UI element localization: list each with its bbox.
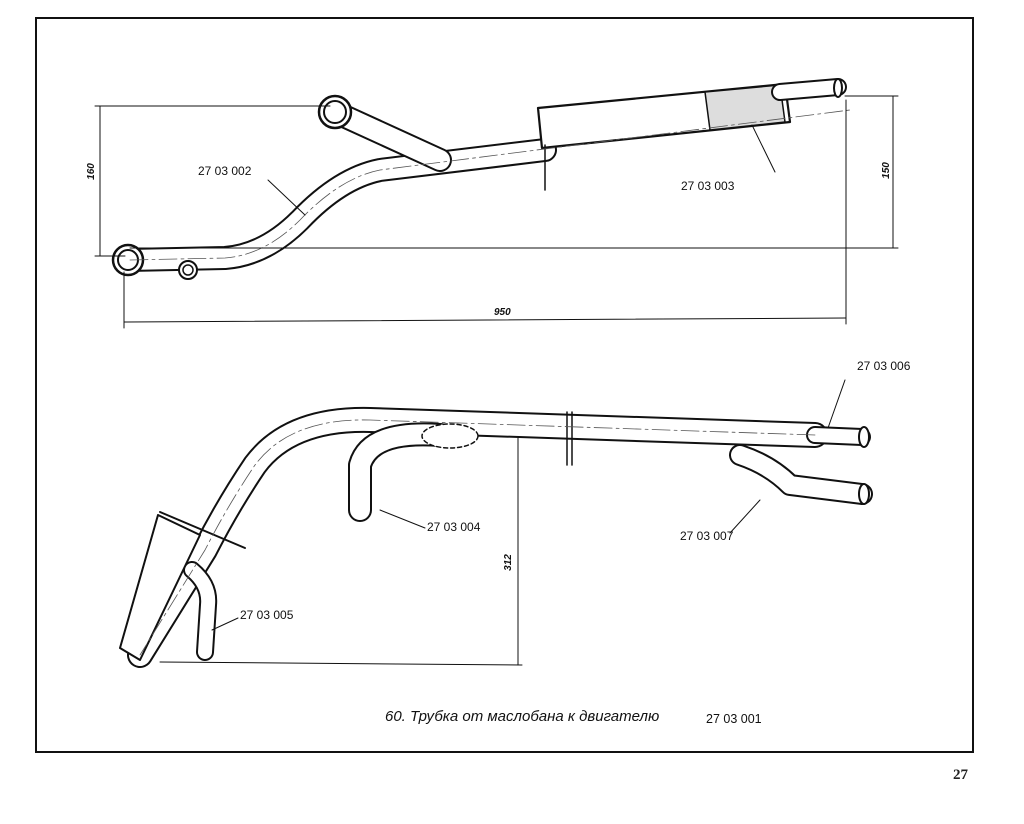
page-number: 27: [953, 767, 968, 783]
drawing-frame: [35, 17, 974, 753]
bottom-pipe-assembly: [119, 379, 873, 668]
dimension-950: 950: [494, 307, 511, 318]
dimension-160: 160: [85, 163, 97, 180]
callout-27-03-006: 27 03 006: [857, 359, 911, 373]
dimension-150: 150: [880, 162, 892, 179]
figure-part-number: 27 03 001: [706, 712, 762, 726]
callout-27-03-002: 27 03 002: [198, 164, 252, 178]
callout-27-03-003: 27 03 003: [681, 179, 735, 193]
callout-27-03-004: 27 03 004: [427, 520, 481, 534]
callout-27-03-005: 27 03 005: [240, 608, 294, 622]
callout-27-03-007: 27 03 007: [680, 529, 734, 543]
dimension-312: 312: [502, 554, 514, 571]
figure-caption: 60. Трубка от маслобана к двигателю: [385, 708, 660, 725]
top-pipe-assembly: [94, 78, 899, 329]
